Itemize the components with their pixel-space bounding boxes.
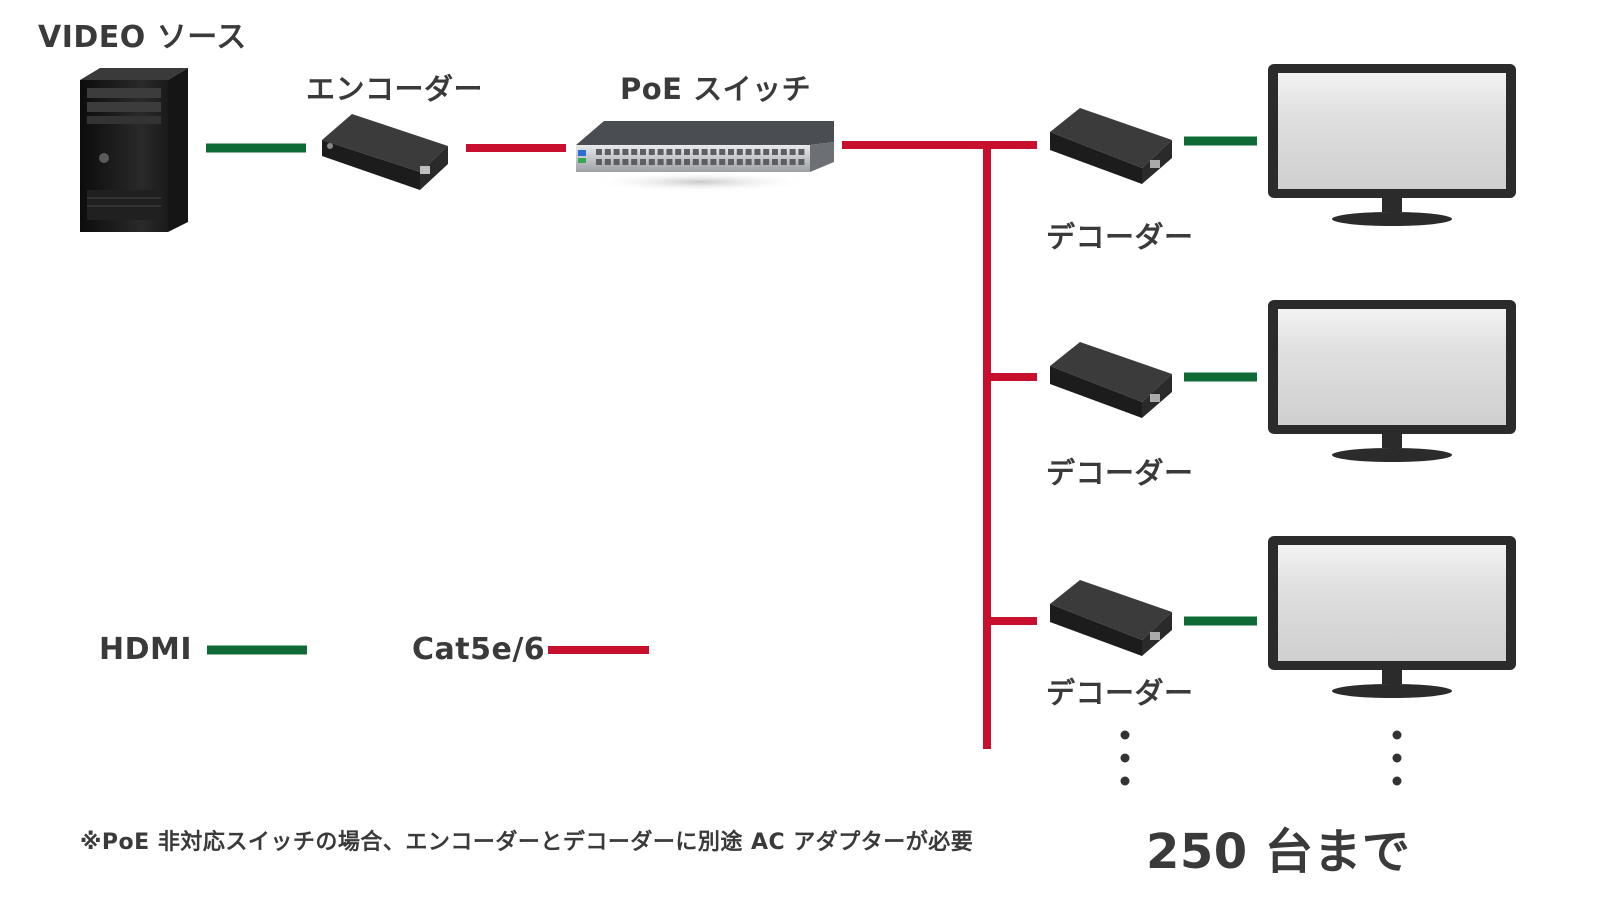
- switch-port: [772, 159, 778, 165]
- switch-port: [719, 159, 726, 165]
- switch-port: [789, 159, 796, 165]
- switch-port: [666, 159, 673, 165]
- switch-port: [596, 149, 602, 155]
- poe-switch-icon: [576, 121, 834, 192]
- switch-port: [666, 149, 673, 155]
- switch-port: [710, 159, 717, 165]
- cat-cables: [466, 141, 1037, 749]
- switch-port: [684, 159, 690, 165]
- switch-port: [736, 149, 743, 155]
- switch-port: [763, 149, 770, 155]
- switch-port: [604, 159, 611, 165]
- switch-port: [657, 159, 664, 165]
- encoder-label: エンコーダー: [306, 72, 484, 106]
- switch-port: [631, 149, 638, 155]
- switch-port: [622, 159, 629, 165]
- switch-port: [728, 149, 734, 155]
- decoder-device-icon: [1050, 580, 1172, 656]
- switch-port: [596, 159, 602, 165]
- switch-ports: [596, 149, 805, 165]
- switch-port: [648, 149, 655, 155]
- switch-port: [675, 159, 682, 165]
- switch-port: [754, 149, 761, 155]
- decoder-label-1: デコーダー: [1046, 220, 1194, 254]
- switch-port: [640, 159, 646, 165]
- switch-port: [780, 159, 787, 165]
- switch-port: [648, 159, 655, 165]
- switch-port: [745, 159, 752, 165]
- switch-port: [772, 149, 778, 155]
- switch-port: [736, 159, 743, 165]
- monitor-icon: [1268, 536, 1516, 698]
- switch-port: [692, 159, 699, 165]
- decoder-label-3: デコーダー: [1046, 676, 1194, 710]
- footnote: ※PoE 非対応スイッチの場合、エンコーダーとデコーダーに別途 AC アダプター…: [80, 830, 974, 855]
- switch-port: [763, 159, 770, 165]
- decoder-device-icon: [1050, 342, 1172, 418]
- decoder-label-2: デコーダー: [1046, 456, 1194, 490]
- switch-port: [640, 149, 646, 155]
- decoder-device-icon: [1050, 108, 1172, 184]
- switch-port: [631, 159, 638, 165]
- switch-port: [613, 149, 620, 155]
- pc-tower-icon: [80, 68, 188, 232]
- switch-port: [719, 149, 726, 155]
- switch-port: [728, 159, 734, 165]
- switch-port: [692, 149, 699, 155]
- encoder-device-icon: [322, 114, 448, 190]
- legend-hdmi-label: HDMI: [99, 632, 193, 667]
- continuation-dots-monitors: [1392, 730, 1402, 786]
- hdmi-cables: [206, 136, 1257, 626]
- legend-cat-label: Cat5e/6: [412, 632, 546, 667]
- switch-port: [745, 149, 752, 155]
- switch-port: [780, 149, 787, 155]
- switch-port: [657, 149, 664, 155]
- switch-port: [604, 149, 611, 155]
- switch-port: [684, 149, 690, 155]
- switch-port: [701, 149, 708, 155]
- continuation-dots-decoders: [1120, 730, 1130, 786]
- switch-port: [675, 149, 682, 155]
- switch-port: [613, 159, 620, 165]
- switch-port: [754, 159, 761, 165]
- switch-port: [798, 159, 805, 165]
- monitor-icon: [1268, 300, 1516, 462]
- switch-port: [798, 149, 805, 155]
- switch-port: [789, 149, 796, 155]
- video-source-label: VIDEO ソース: [38, 20, 247, 55]
- switch-port: [622, 149, 629, 155]
- switch-port: [701, 159, 708, 165]
- max-count-label: 250 台まで: [1146, 824, 1411, 880]
- poe-switch-label: PoE スイッチ: [620, 72, 812, 106]
- switch-port: [710, 149, 717, 155]
- monitor-icon: [1268, 64, 1516, 226]
